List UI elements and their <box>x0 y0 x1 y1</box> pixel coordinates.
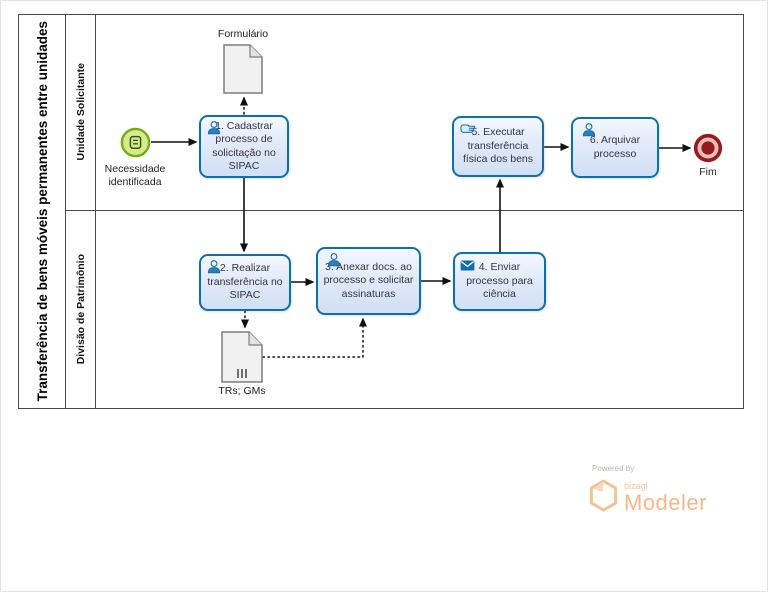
task-label: 4. Enviar processo para ciência <box>466 261 533 301</box>
task-label: 5. Executar transferência física dos ben… <box>462 126 534 166</box>
task-label: 1. Cadastrar processo de solicitação no … <box>212 119 276 172</box>
bizagi-wordmark: bizagi <box>624 481 648 491</box>
lane-label: Unidade Solicitante <box>74 63 87 161</box>
manual-hand-icon <box>460 124 476 133</box>
document-trs-gms <box>221 331 263 383</box>
document-label-trs-gms: TRs; GMs <box>218 385 266 397</box>
end-event <box>693 133 723 163</box>
conditional-start-icon <box>120 127 151 158</box>
task-label: 6. Arquivar processo <box>589 134 641 160</box>
user-icon <box>207 260 221 274</box>
pool-frame <box>18 14 744 409</box>
document-icon <box>223 44 263 94</box>
send-envelope-icon <box>460 260 475 271</box>
start-event <box>120 127 151 158</box>
task-2-realizar-transferencia: 2. Realizar transferência no SIPAC <box>199 254 291 311</box>
task-4-enviar-processo: 4. Enviar processo para ciência <box>453 252 546 311</box>
task-6-arquivar-processo: 6. Arquivar processo <box>571 117 659 178</box>
task-3-anexar-docs: 3. Anexar docs. ao processo e solicitar … <box>316 247 421 315</box>
powered-by-text: Powered by <box>592 464 635 473</box>
end-event-icon <box>693 133 723 163</box>
start-event-label: Necessidade identificada <box>104 163 166 189</box>
pool-title: Transferência de bens móveis permanentes… <box>34 21 50 402</box>
user-icon <box>207 121 221 135</box>
end-event-label: Fim <box>699 166 717 178</box>
document-icon <box>221 331 263 383</box>
lane-label-strip-unidade-solicitante: Unidade Solicitante <box>66 14 96 210</box>
task-5-executar-transferencia: 5. Executar transferência física dos ben… <box>452 116 544 177</box>
lane-divider <box>66 210 744 211</box>
modeler-wordmark: Modeler <box>624 490 707 515</box>
task-label: 3. Anexar docs. ao processo e solicitar … <box>323 260 414 300</box>
document-formulario <box>223 44 263 94</box>
document-label-formulario: Formulário <box>217 28 269 40</box>
bizagi-branding: Powered by bizagi Modeler <box>589 464 759 514</box>
lane-label: Divisão de Patrimônio <box>74 254 87 365</box>
bizagi-hexagon-icon <box>589 479 618 512</box>
lane-label-strip-divisao-patrimonio: Divisão de Patrimônio <box>66 210 96 409</box>
task-1-cadastrar-processo: 1. Cadastrar processo de solicitação no … <box>199 115 289 178</box>
user-icon <box>582 123 596 137</box>
task-label: 2. Realizar transferência no SIPAC <box>207 262 283 302</box>
pool-title-strip: Transferência de bens móveis permanentes… <box>18 14 66 409</box>
user-icon <box>327 253 341 267</box>
multi-document-marker <box>237 369 247 378</box>
